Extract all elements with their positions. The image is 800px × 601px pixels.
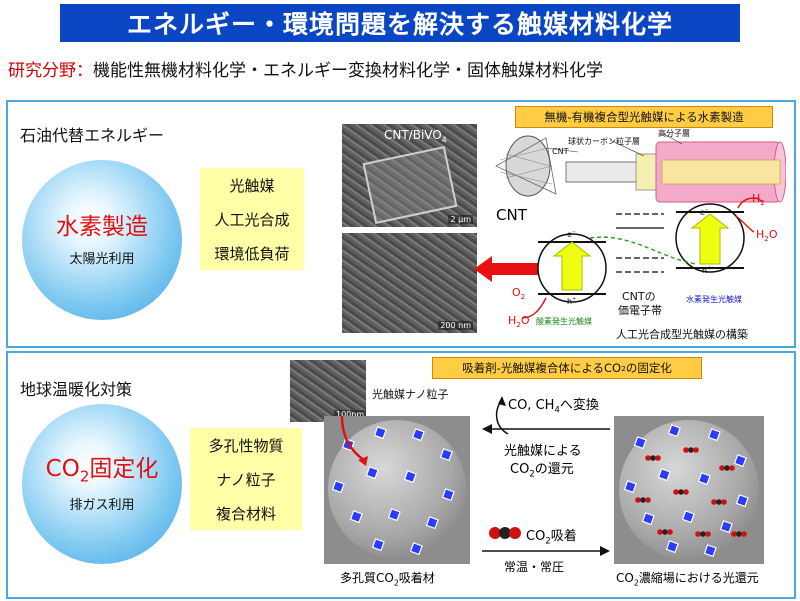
hydrogen-ball-title: 水素製造 bbox=[56, 213, 148, 240]
hydrogen-keywords: 光触媒 人工光合成 環境低負荷 bbox=[200, 168, 304, 270]
research-field-text: 機能性無機材料化学・エネルギー変換材料化学・固体触媒材料化学 bbox=[93, 61, 603, 81]
tube-label-carbon: 球状カーボン粒子層 bbox=[568, 137, 640, 146]
hydrogen-catalyst-label: 水素発生光触媒 bbox=[686, 295, 742, 304]
cnt-tube-diagram bbox=[495, 133, 786, 203]
electron-label: e− bbox=[700, 208, 709, 217]
keyword-item: ナノ粒子 bbox=[216, 470, 276, 489]
o2-label: O2 bbox=[512, 286, 526, 302]
research-field: 研究分野：機能性無機材料化学・エネルギー変換材料化学・固体触媒材料化学 bbox=[8, 56, 603, 81]
keyword-item: 人工光合成 bbox=[214, 210, 290, 229]
z-scheme-diagram bbox=[521, 197, 763, 319]
h2o-left-label: H2O bbox=[508, 314, 530, 330]
oxygen-catalyst-label: 酸素発生光触媒 bbox=[536, 317, 592, 326]
cnt-label: CNT bbox=[496, 206, 527, 224]
co2-panel-heading: 地球温暖化対策 bbox=[20, 380, 133, 399]
yellow-arrow-icon bbox=[552, 241, 592, 291]
hole-label: h+ bbox=[702, 266, 712, 275]
tube-label-polymer: 高分子層 bbox=[658, 129, 690, 138]
hydrogen-ball: 水素製造 太陽光利用 bbox=[22, 160, 182, 320]
keyword-item: 環境低負荷 bbox=[214, 244, 290, 263]
co2-ball-title: CO2固定化 bbox=[45, 456, 159, 487]
left-caption: 多孔質CO2吸着材 bbox=[340, 571, 435, 588]
hydrogen-ball-subtitle: 太陽光利用 bbox=[69, 252, 135, 268]
cnt-cone bbox=[495, 135, 557, 197]
right-caption: CO2濃縮場における光還元 bbox=[616, 571, 759, 588]
h2-label: H2 bbox=[752, 192, 765, 208]
nanoparticle-label: 光触媒ナノ粒子 bbox=[372, 388, 449, 401]
co2-ball-subtitle: 排ガス利用 bbox=[69, 497, 135, 513]
yellow-arrow-icon bbox=[690, 213, 730, 265]
nanoparticle-markers bbox=[331, 426, 455, 556]
scale-bar: 100nm bbox=[334, 410, 367, 419]
hydrogen-orange-label: 無機-有機複合型光触媒による水素製造 bbox=[515, 106, 773, 128]
sem-image-label: CNT/BiVO4 bbox=[384, 128, 447, 145]
band-label-2: 価電子帯 bbox=[618, 304, 662, 317]
h2o-right-label: H2O bbox=[756, 228, 778, 244]
left-arrow-icon bbox=[482, 424, 610, 434]
scale-bar: 200 nm bbox=[438, 321, 473, 330]
co2-nanoparticle-markers bbox=[623, 424, 749, 558]
crystal-shape bbox=[362, 145, 458, 225]
page-title: エネルギー・環境問題を解決する触媒材料化学 bbox=[60, 4, 740, 42]
red-arrow-icon bbox=[474, 256, 544, 282]
tube-label-cnt: CNT bbox=[552, 147, 569, 156]
hydrogen-panel-heading: 石油代替エネルギー bbox=[20, 126, 165, 145]
nanoparticle-sem-image: 100nm bbox=[290, 360, 367, 422]
reduce-label-2: CO2の還元 bbox=[510, 462, 574, 479]
convert-label: CO, CH4へ変換 bbox=[508, 398, 599, 415]
hole-label: h+ bbox=[567, 297, 577, 306]
condition-label: 常温・常圧 bbox=[504, 560, 565, 574]
up-curved-arrow-icon bbox=[495, 396, 509, 435]
sem-image-surface: 200 nm bbox=[342, 233, 477, 333]
sem-image-cnt-bivo4: CNT/BiVO4 2 μm bbox=[342, 124, 477, 227]
band-label-1: CNTの bbox=[622, 290, 656, 303]
reduce-label-1: 光触媒による bbox=[504, 444, 582, 459]
system-label: 人工光合成型光触媒の構築 bbox=[616, 328, 748, 341]
co2-ball: CO2固定化 排ガス利用 bbox=[22, 404, 182, 564]
co2-molecule-icon bbox=[489, 527, 521, 539]
keyword-item: 複合材料 bbox=[215, 504, 276, 523]
keyword-item: 多孔性物質 bbox=[208, 436, 284, 455]
keyword-item: 光触媒 bbox=[229, 176, 275, 195]
research-field-label: 研究分野： bbox=[8, 61, 93, 81]
red-curved-arrow-icon bbox=[340, 415, 368, 466]
right-arrow-icon bbox=[482, 546, 610, 556]
adsorb-label: CO2吸着 bbox=[526, 529, 577, 546]
co2-keywords: 多孔性物質 ナノ粒子 複合材料 bbox=[190, 428, 302, 530]
scale-bar: 2 μm bbox=[448, 215, 473, 224]
electron-label: e− bbox=[567, 230, 576, 239]
